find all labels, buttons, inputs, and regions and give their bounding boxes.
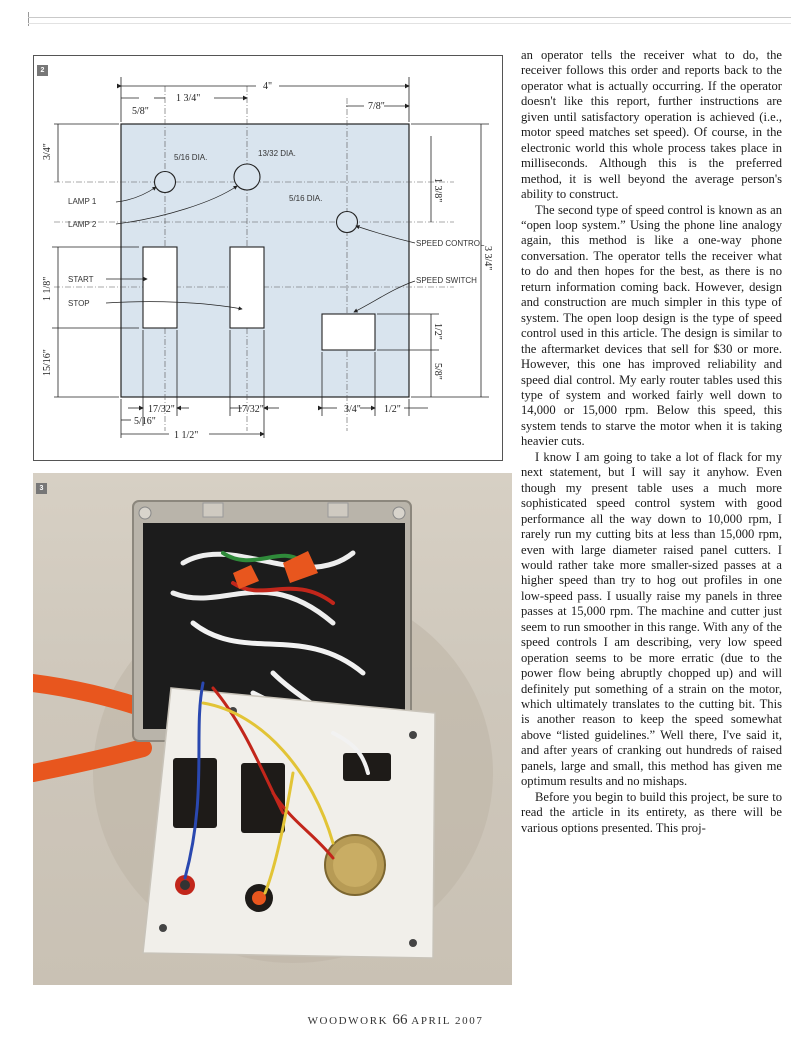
- dim-3-4-bottom: 3/4": [344, 404, 361, 415]
- dim-1-2-right: 1/2": [432, 323, 443, 340]
- article-text-column: an operator tells the receiver what to d…: [521, 48, 782, 836]
- label-hole3: 5/16 DIA.: [289, 194, 322, 203]
- dim-1-1-8: 1 1/8": [42, 277, 53, 301]
- panel-layout-diagram: 4" 1 3/4" 5/8" 7/8" 3/4" 1 1/8" 15/16": [42, 77, 493, 441]
- footer-page-number: 66: [392, 1012, 408, 1028]
- dim-1-2-bottom: 1/2": [384, 404, 401, 415]
- page-top-rule-2: [28, 23, 791, 24]
- page-footer: WOODWORK 66 APRIL 2007: [0, 1012, 791, 1029]
- article-paragraph: The second type of speed control is know…: [521, 202, 782, 449]
- lamp2-hole: [233, 163, 261, 191]
- dim-1-3-4: 1 3/4": [176, 93, 200, 104]
- article-paragraph: I know I am going to take a lot of flack…: [521, 449, 782, 789]
- article-paragraph: Before you begin to build this project, …: [521, 789, 782, 835]
- lamp1-hole: [153, 170, 177, 194]
- speed-control-hole: [335, 210, 359, 234]
- figure-3-badge: 3: [36, 483, 47, 494]
- label-hole2: 13/32 DIA.: [258, 149, 296, 158]
- dim-5-8-right: 5/8": [432, 363, 443, 380]
- dim-17-32-a: 17/32": [148, 404, 175, 415]
- figure-3-photo: 3: [33, 473, 512, 985]
- dim-15-16: 15/16": [42, 349, 53, 376]
- label-start: START: [68, 275, 94, 284]
- dim-4: 4": [263, 81, 272, 92]
- dim-17-32-b: 17/32": [237, 404, 264, 415]
- dim-5-16-bottom: 5/16": [134, 416, 156, 427]
- label-stop: STOP: [68, 299, 90, 308]
- footer-magazine: WOODWORK: [307, 1015, 389, 1027]
- stop-switch-cutout: [229, 246, 265, 329]
- label-lamp1: LAMP 1: [68, 197, 97, 206]
- dim-7-8: 7/8": [368, 101, 385, 112]
- label-speed-control: SPEED CONTROL: [416, 239, 485, 248]
- footer-date: APRIL 2007: [411, 1015, 484, 1027]
- wired-control-box-image: [33, 500, 493, 963]
- speed-switch-cutout: [321, 313, 376, 351]
- dim-3-4-left: 3/4": [42, 143, 53, 160]
- dim-1-1-2: 1 1/2": [174, 430, 198, 441]
- dim-5-8: 5/8": [132, 106, 149, 117]
- page-top-rule: [28, 17, 791, 18]
- figure-2-drawing: 2: [33, 55, 503, 461]
- label-speed-switch: SPEED SWITCH: [416, 276, 477, 285]
- start-switch-cutout: [142, 246, 178, 329]
- label-hole1: 5/16 DIA.: [174, 153, 207, 162]
- article-paragraph: an operator tells the receiver what to d…: [521, 48, 782, 202]
- label-lamp2: LAMP 2: [68, 220, 97, 229]
- figure-2-badge: 2: [37, 65, 48, 76]
- page-top-mark: [28, 12, 29, 26]
- dim-3-3-4: 3 3/4": [482, 246, 493, 270]
- dim-1-3-8: 1 3/8": [432, 178, 443, 202]
